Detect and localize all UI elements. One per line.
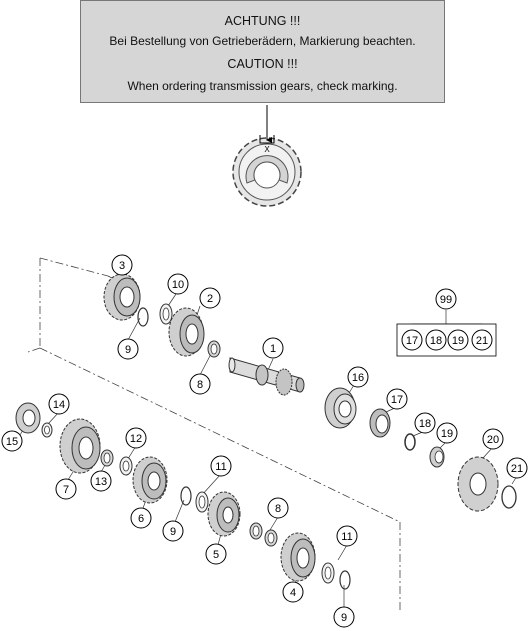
gear-5 <box>207 491 241 537</box>
svg-text:8: 8 <box>275 503 281 515</box>
bearing-16 <box>324 387 357 429</box>
seal-ring-17 <box>369 408 391 438</box>
callout-18: 18 <box>414 412 436 434</box>
kit-callout-19: 19 <box>447 329 469 351</box>
bearing-15 <box>15 402 41 434</box>
kit-99-group: 17 18 19 21 <box>396 323 497 357</box>
svg-text:8: 8 <box>197 379 203 391</box>
spacer-19 <box>429 446 445 468</box>
svg-text:11: 11 <box>215 461 226 473</box>
kit-callout-21: 21 <box>471 329 493 351</box>
callout-4: 4 <box>282 581 304 603</box>
bushing-8-lower-a <box>249 522 263 540</box>
svg-text:9: 9 <box>341 612 347 624</box>
callout-21: 21 <box>506 457 528 479</box>
svg-text:11: 11 <box>341 531 352 543</box>
svg-text:9: 9 <box>170 526 176 538</box>
callout-14: 14 <box>48 393 70 415</box>
callout-11-middle: 11 <box>210 455 232 477</box>
circlip-9-upper <box>137 307 149 327</box>
svg-text:10: 10 <box>172 279 184 291</box>
svg-text:17: 17 <box>406 335 418 347</box>
callout-12: 12 <box>125 427 147 449</box>
callout-5: 5 <box>205 543 227 565</box>
caution-title-en: CAUTION !!! <box>227 57 298 71</box>
callout-3: 3 <box>111 254 133 276</box>
gear-4 <box>280 532 316 582</box>
kit-callout-18: 18 <box>425 329 447 351</box>
callout-2: 2 <box>199 287 221 309</box>
svg-text:1: 1 <box>270 343 276 355</box>
callout-1: 1 <box>262 337 284 359</box>
washer-10 <box>159 303 173 325</box>
svg-text:17: 17 <box>391 394 403 406</box>
marking-x-label: X <box>264 145 270 154</box>
svg-text:4: 4 <box>290 587 296 599</box>
svg-text:18: 18 <box>430 335 442 347</box>
callout-10: 10 <box>167 273 189 295</box>
callout-9-lower: 9 <box>333 606 355 628</box>
caution-title-de: ACHTUNG !!! <box>224 14 301 28</box>
sprocket-20 <box>457 456 499 512</box>
bushing-8-lower-b <box>264 529 278 547</box>
main-shaft-1 <box>228 357 305 396</box>
callout-9-upper: 9 <box>117 338 139 360</box>
svg-text:99: 99 <box>440 294 452 306</box>
callout-6: 6 <box>130 507 152 529</box>
svg-text:20: 20 <box>487 434 499 446</box>
svg-text:2: 2 <box>207 293 213 305</box>
bushing-8-upper <box>207 340 221 358</box>
callout-13: 13 <box>90 470 112 492</box>
kit-callout-17: 17 <box>401 329 423 351</box>
svg-text:14: 14 <box>53 399 65 411</box>
bushing-13 <box>100 449 114 467</box>
svg-text:6: 6 <box>138 513 144 525</box>
gear-2 <box>168 307 205 357</box>
washer-12 <box>119 456 133 476</box>
svg-text:9: 9 <box>125 344 131 356</box>
callout-15: 15 <box>1 430 23 452</box>
callout-99: 99 <box>435 288 457 310</box>
svg-text:18: 18 <box>419 418 431 430</box>
callout-16: 16 <box>347 366 369 388</box>
callout-8-lower: 8 <box>267 497 289 519</box>
o-ring-18 <box>404 433 416 451</box>
gear-6 <box>132 456 168 504</box>
washer-11-lower <box>321 562 335 584</box>
circlip-9-middle <box>180 486 192 506</box>
callout-19: 19 <box>436 422 458 444</box>
svg-text:21: 21 <box>511 463 523 475</box>
svg-text:13: 13 <box>95 476 107 488</box>
caution-text-de: Bei Bestellung von Getrieberädern, Marki… <box>109 34 416 48</box>
callout-balloons: 1 2 3 4 5 6 7 8 8 9 9 9 10 11 11 12 13 1… <box>1 254 528 628</box>
callout-8-upper: 8 <box>189 373 211 395</box>
circlip-21 <box>501 485 517 509</box>
svg-text:7: 7 <box>63 484 69 496</box>
callout-11-lower: 11 <box>336 525 358 547</box>
svg-text:3: 3 <box>119 260 125 272</box>
svg-text:12: 12 <box>130 433 142 445</box>
washer-11-middle <box>195 491 209 513</box>
caution-text-en: When ordering transmission gears, check … <box>127 79 398 93</box>
gear-3 <box>103 273 141 321</box>
caution-notice: ACHTUNG !!! Bei Bestellung von Getrieber… <box>80 0 445 103</box>
svg-text:15: 15 <box>6 436 18 448</box>
svg-text:19: 19 <box>441 428 453 440</box>
marking-gear-illustration: X <box>232 105 302 207</box>
circlip-9-lower <box>339 570 351 590</box>
svg-text:19: 19 <box>452 335 464 347</box>
gear-7 <box>59 418 101 474</box>
svg-text:5: 5 <box>213 549 219 561</box>
callout-7: 7 <box>55 478 77 500</box>
washer-14 <box>41 422 53 438</box>
callout-9-middle: 9 <box>162 520 184 542</box>
assembly-boundary <box>27 257 401 612</box>
callout-20: 20 <box>482 428 504 450</box>
svg-text:16: 16 <box>352 372 364 384</box>
svg-text:21: 21 <box>476 335 488 347</box>
callout-17: 17 <box>386 388 408 410</box>
